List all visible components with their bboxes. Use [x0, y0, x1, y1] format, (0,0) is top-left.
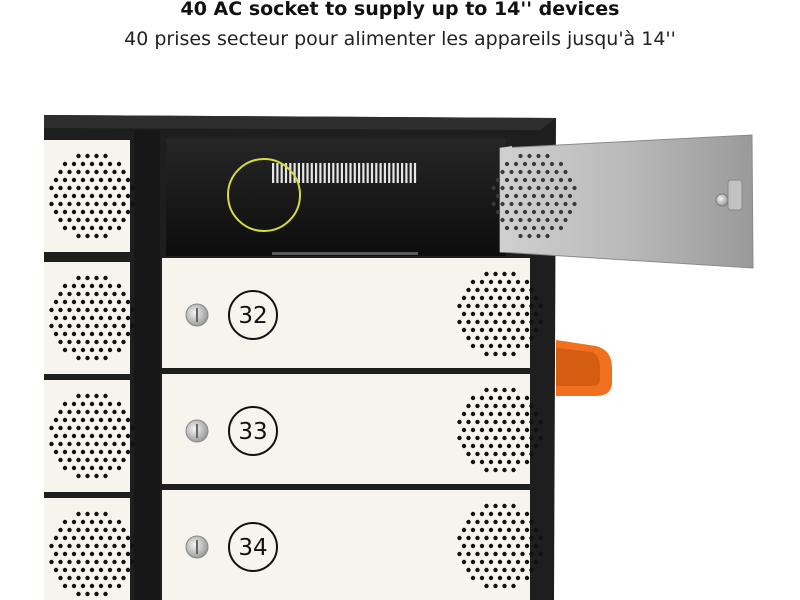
- vent-dots: [49, 153, 135, 239]
- caption-subtitle: 40 prises secteur pour alimenter les app…: [124, 28, 676, 50]
- door-vent-pattern: [491, 153, 577, 239]
- locker-number: 32: [238, 303, 267, 329]
- socket-strip: [272, 163, 417, 183]
- vent-dots: [49, 275, 135, 361]
- locker-door: 33: [162, 374, 543, 484]
- locker-door: 32: [162, 258, 543, 368]
- side-handle: [556, 340, 612, 396]
- vent-dots: [49, 511, 135, 597]
- left-locker-door: [44, 498, 135, 600]
- door-latch: [715, 179, 743, 211]
- vent-dots: [457, 271, 543, 357]
- open-door: [491, 134, 754, 269]
- left-locker-door: [44, 262, 135, 374]
- locker-door: 34: [162, 490, 543, 600]
- vent-dots: [457, 503, 543, 589]
- left-locker-door: [44, 380, 135, 492]
- vent-dots: [49, 393, 135, 479]
- left-locker-column: [44, 140, 135, 600]
- left-locker-door: [44, 140, 135, 252]
- locker-number-badge: [228, 522, 278, 572]
- locker-number-badge: [228, 290, 278, 340]
- locker-number-badge: [228, 406, 278, 456]
- locker-number: 34: [238, 535, 267, 561]
- locker-number: 33: [238, 419, 267, 445]
- vent-dots: [491, 153, 577, 239]
- caption-title: 40 AC socket to supply up to 14'' device…: [180, 0, 620, 20]
- open-compartment: [166, 138, 506, 256]
- vent-dots: [457, 387, 543, 473]
- highlight-ring: [227, 158, 301, 232]
- right-locker-column: 32 33 34: [162, 258, 543, 600]
